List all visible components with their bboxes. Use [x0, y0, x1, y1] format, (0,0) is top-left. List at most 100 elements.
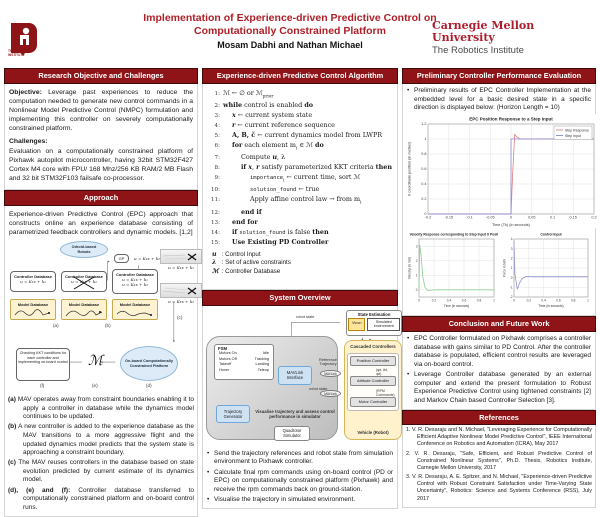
caption-item: (c) The MAV reuses controllers in the da… — [8, 459, 194, 484]
dynamics-model-sketch — [65, 310, 103, 317]
algorithm-line: 13:end for — [210, 217, 258, 226]
section-algorithm-header: Experience-driven Predictive Control Alg… — [202, 68, 398, 84]
svg-text:Force in N/m: Force in N/m — [503, 259, 507, 278]
research-objective-body: Objective: Leverage past experiences to … — [4, 83, 198, 191]
challenges-paragraph: Challenges:Evaluation on a computational… — [9, 137, 193, 183]
controller-db-eq: u = K₁x + k₁ — [20, 278, 46, 284]
svg-text:0.4: 0.4 — [447, 299, 452, 303]
algorithm-line: 14:if solution_found is false then — [210, 227, 329, 236]
algorithm-line: 15:Use Existing PD Controller — [210, 237, 329, 246]
svg-text:0.2: 0.2 — [421, 197, 426, 201]
challenges-text: Evaluation on a computationally constrai… — [9, 147, 193, 183]
svg-text:0: 0 — [510, 216, 512, 220]
svg-text:0.1: 0.1 — [550, 216, 555, 220]
reference-item: 3. V. R. Desaraju, A. E. Spitzer, and N.… — [406, 474, 593, 502]
svg-text:-0.05: -0.05 — [486, 216, 495, 220]
reference-item: 1. V. R. Desaraju and N. Michael, "Lever… — [406, 427, 592, 448]
caption-item: (a) MAV operates away from constraint bo… — [8, 396, 194, 421]
visualise-caption: Visualise trajectory and assess control … — [255, 408, 335, 419]
diagram-label-e: (e) — [92, 383, 98, 389]
svg-text:0: 0 — [416, 288, 418, 292]
controller-db-eq: u = K₂x + k₂ — [122, 282, 148, 288]
svg-text:3: 3 — [416, 245, 418, 249]
legend-row: ℳ : Controller Database — [212, 267, 281, 275]
mavlink-interface-box: MAVLink Interface — [278, 365, 312, 385]
svg-text:0.6: 0.6 — [421, 167, 426, 171]
svg-text:1: 1 — [424, 137, 426, 141]
kkt-check-box: Checking KKT conditions for each control… — [16, 348, 70, 382]
fsm-state: Tracking — [254, 356, 269, 361]
performance-body: •Preliminary results of EPC Controller I… — [402, 83, 598, 317]
simulated-environment-box: Simulated environment — [367, 318, 400, 331]
algorithm-line: 4:r ← current reference sequence — [214, 120, 335, 129]
poster-title-line1: Implementation of Experience-driven Pred… — [143, 12, 437, 24]
onboard-platform-cloud: On-board Computationally Constrained Pla… — [120, 346, 178, 382]
cmu-institute: The Robotics Institute — [432, 45, 524, 57]
model-database-a: Model Database — [10, 299, 56, 321]
approach-body: Experience-driven Predictive Control (EP… — [4, 205, 202, 517]
approach-diagram: Odroid-based Robots GP u = K₂x + k₂ Cont… — [8, 241, 202, 393]
approach-caption-list: (a) MAV operates away from constraint bo… — [8, 396, 194, 512]
controller-db-title: Controller Database — [13, 273, 52, 279]
svg-text:Velocity Response correspondin: Velocity Response corresponding to Step … — [410, 233, 498, 237]
approach-intro: Experience-driven Predictive Control (EP… — [9, 210, 193, 237]
controller-database-b: Controller Database u = K₁x + k₁ — [61, 271, 107, 293]
fsm-state: Landing — [255, 362, 269, 367]
algorithm-line: 6:for each element mi ∈ ℳ do — [214, 140, 324, 152]
algorithm-line: 10:solution_found ← true — [210, 185, 320, 194]
crossed-out-icon — [73, 276, 95, 290]
mavlink-oval-1: MAVLink — [320, 370, 341, 378]
bullet-item: •Leverage Controller database generated … — [407, 371, 591, 404]
middle-column: Experience-driven Predictive Control Alg… — [202, 68, 402, 509]
state-estimation-title: State Estimation — [357, 311, 391, 317]
performance-bullets: •Preliminary results of EPC Controller I… — [406, 87, 592, 113]
svg-text:-2: -2 — [510, 295, 513, 299]
dynamics-model-sketch — [116, 310, 152, 316]
svg-text:-0.2: -0.2 — [425, 216, 432, 220]
bullet-item: •Send the trajectory references and robo… — [207, 449, 393, 466]
svg-text:0.8: 0.8 — [421, 152, 426, 156]
svg-text:0.2: 0.2 — [527, 299, 532, 303]
left-column: Research Objective and Challenges Object… — [4, 68, 202, 517]
algorithm-line: 5:A, B, c̃ ← current dynamics model from… — [214, 130, 383, 139]
svg-text:0.15: 0.15 — [570, 216, 577, 220]
algorithm-line: 3:x ← current system state — [214, 110, 313, 119]
rpm-command-label: (RPM Commands) — [376, 388, 395, 397]
cmu-wordmark: Carnegie Mellon University — [432, 19, 535, 45]
svg-text:-0.1: -0.1 — [466, 216, 473, 220]
fsm-state: Motors Off — [219, 356, 237, 361]
algorithm-line: 9:importancei ← current time, sort ℳ — [214, 173, 361, 184]
section-system-overview-header: System Overview — [202, 290, 398, 306]
fsm-title: FSM — [218, 345, 228, 351]
svg-text:Time (Tk) (in seconds): Time (Tk) (in seconds) — [492, 223, 531, 227]
svg-text:4: 4 — [511, 237, 513, 241]
algorithm-line: 11:Apply affine control law → from mi — [210, 195, 362, 206]
gp-equation: u = K₂x + k₂ — [134, 255, 160, 261]
diagram-label-f: (f) — [40, 383, 45, 389]
caption-item: (d), (e) and (f): Controller database tr… — [8, 486, 194, 511]
poster-header: THE ROBOTICS INSTITUTE Implementation of… — [0, 0, 600, 66]
controller-db-eq: u = K₁x + k₁ — [122, 276, 148, 282]
fsm-state: Motors On — [219, 351, 237, 356]
vicon-box: Vicon — [348, 318, 366, 331]
fsm-state: Takeoff — [219, 362, 232, 367]
diagram-label-b: (b) — [105, 323, 111, 329]
position-controller-box: Position Controller — [350, 355, 396, 366]
state-estimation-box: State Estimation Vicon Simulated environ… — [346, 309, 402, 336]
legend-row: λ : Set of active constraints — [212, 259, 291, 267]
vehicle-label: Vehicle (Robot) — [357, 429, 389, 435]
algorithm-line: 12:end if — [210, 207, 262, 216]
svg-text:3: 3 — [511, 247, 513, 251]
mav-flight-image-2 — [160, 283, 202, 299]
bullet-item: •Calculate final rpm commands using on-b… — [207, 468, 393, 493]
svg-text:Step Response: Step Response — [565, 129, 589, 133]
challenges-label: Challenges: — [9, 138, 48, 146]
model-database-b: Model Database — [61, 299, 107, 321]
model-database-c: Model Database — [112, 299, 158, 321]
